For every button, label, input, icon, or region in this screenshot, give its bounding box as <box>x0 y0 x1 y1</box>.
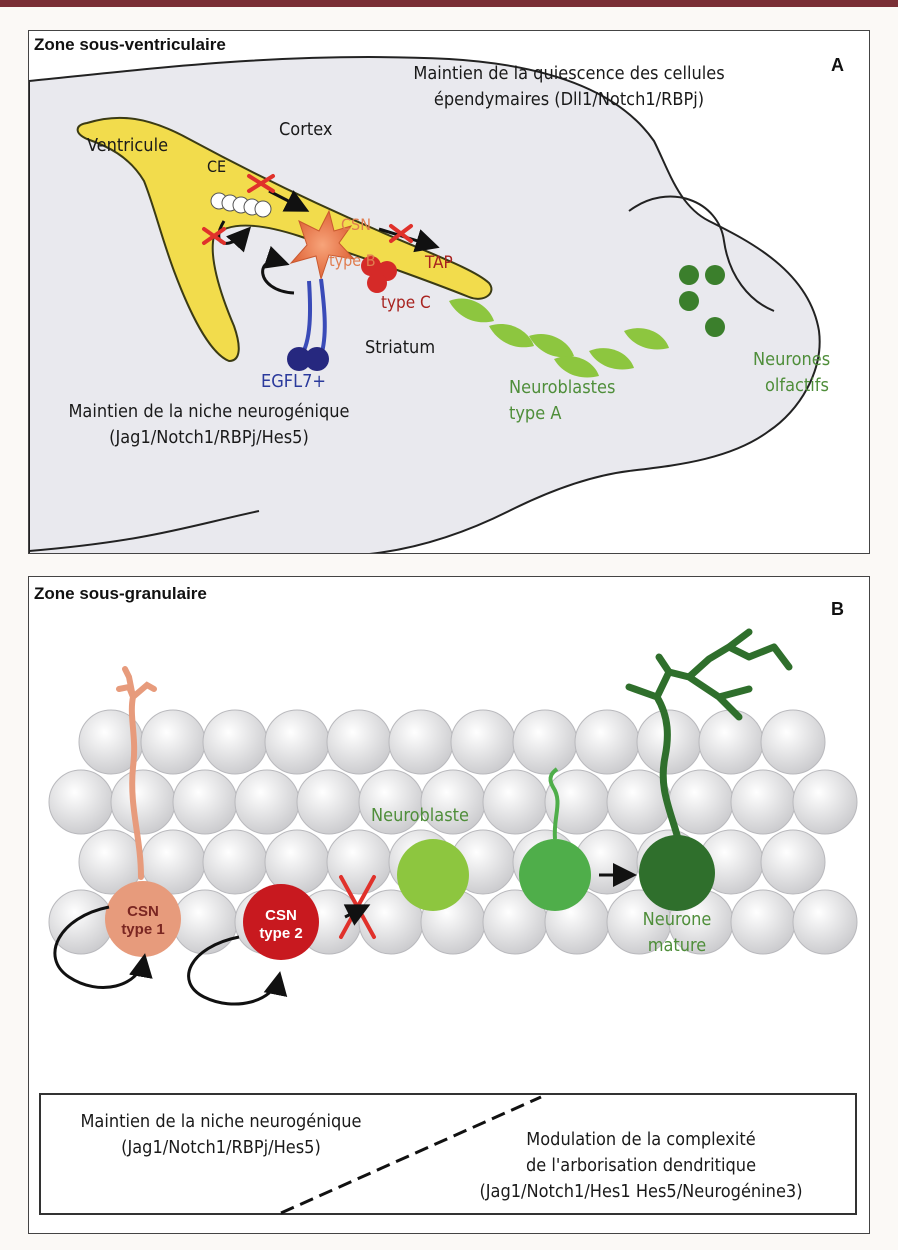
granule-cell <box>450 709 516 775</box>
granule-cell <box>296 769 362 835</box>
granule-cell <box>264 829 330 895</box>
granule-cell <box>574 709 640 775</box>
granule-cell <box>512 709 578 775</box>
neurone-label-line2: mature <box>647 935 707 956</box>
neuroblast-mid <box>519 839 591 911</box>
olfactory-neurons-label-line1: Neurones <box>753 349 831 370</box>
legend-right-line2: de l'arborisation dendritique <box>525 1155 757 1176</box>
type-c-label: type C <box>381 293 431 313</box>
cortex-label: Cortex <box>279 119 333 140</box>
neuroblasts-label-line2: type A <box>509 403 562 424</box>
tap-label: TAP <box>425 253 453 273</box>
csn-label: CSN <box>341 215 371 234</box>
quiescence-label-line2: épendymaires (Dll1/Notch1/RBPj) <box>433 89 705 110</box>
top-border <box>0 0 898 7</box>
granule-cell <box>482 769 548 835</box>
inhibition-crosses <box>202 174 413 245</box>
legend-right-line1: Modulation de la complexité <box>526 1129 756 1150</box>
legend-left-line2: (Jag1/Notch1/RBPj/Hes5) <box>121 1137 321 1158</box>
granule-cell <box>326 829 392 895</box>
granule-cell <box>202 829 268 895</box>
granule-cell <box>760 709 826 775</box>
ependymal-cells <box>210 192 272 218</box>
granule-cell <box>326 709 392 775</box>
granule-cell <box>730 769 796 835</box>
neurone-label-line1: Neurone <box>642 909 712 930</box>
granule-cell <box>388 709 454 775</box>
niche-label-line1: Maintien de la niche neurogénique <box>68 401 350 422</box>
granule-cell <box>48 889 114 955</box>
granule-cell <box>172 889 238 955</box>
type-b-stem-cell <box>289 209 356 281</box>
granule-cell <box>264 709 330 775</box>
panel-a-subventricular-zone: Zone sous-ventriculaire A Maintien de la… <box>28 30 870 554</box>
ce-label: CE <box>207 157 227 176</box>
panel-a-letter: A <box>831 55 844 75</box>
neuroblaste-label: Neuroblaste <box>371 805 469 826</box>
panel-b-header: Zone sous-granulaire <box>34 584 207 603</box>
granule-cell <box>140 709 206 775</box>
granule-cell <box>698 709 764 775</box>
olfactory-neurons <box>679 265 725 337</box>
neuroblast-light <box>397 839 469 911</box>
panel-b-letter: B <box>831 599 844 619</box>
csn-type2-cell <box>243 884 319 960</box>
granule-cell <box>172 769 238 835</box>
granule-cell <box>730 889 796 955</box>
ventricle-label: Ventricule <box>87 135 169 156</box>
olfactory-neurons-label-line2: olfactifs <box>765 375 829 396</box>
legend-right-line3: (Jag1/Notch1/Hes1 Hes5/Neurogénine3) <box>479 1181 803 1202</box>
granule-cell <box>668 769 734 835</box>
legend-divider <box>280 1095 542 1215</box>
legend-left-line1: Maintien de la niche neurogénique <box>80 1111 362 1132</box>
neuroblasts-label-line1: Neuroblastes <box>509 377 616 398</box>
granule-cell <box>760 829 826 895</box>
granule-cell <box>202 709 268 775</box>
type-c-cells <box>361 256 397 293</box>
panel-b-illustration <box>48 628 858 1006</box>
quiescence-label-line1: Maintien de la quiescence des cellules <box>413 63 725 84</box>
csn-type1-process <box>116 666 157 880</box>
type-a-neuroblasts <box>449 298 669 378</box>
egfl7-label: EGFL7+ <box>261 371 326 392</box>
panel-a-illustration <box>29 56 821 553</box>
granule-cell <box>792 769 858 835</box>
type-b-label: type B <box>329 251 376 270</box>
granule-cell <box>234 769 300 835</box>
legend-box: Maintien de la niche neurogénique (Jag1/… <box>39 1093 857 1215</box>
panel-a-header: Zone sous-ventriculaire <box>34 35 226 54</box>
niche-label-line2: (Jag1/Notch1/RBPj/Hes5) <box>109 427 309 448</box>
striatum-label: Striatum <box>365 337 436 358</box>
granule-cell <box>48 769 114 835</box>
csn-type1-cell <box>105 881 181 957</box>
mature-neuron <box>625 628 793 911</box>
egfl7-cells <box>287 278 329 371</box>
granule-cell <box>110 769 176 835</box>
granule-cell <box>792 889 858 955</box>
ventricle <box>76 116 493 363</box>
